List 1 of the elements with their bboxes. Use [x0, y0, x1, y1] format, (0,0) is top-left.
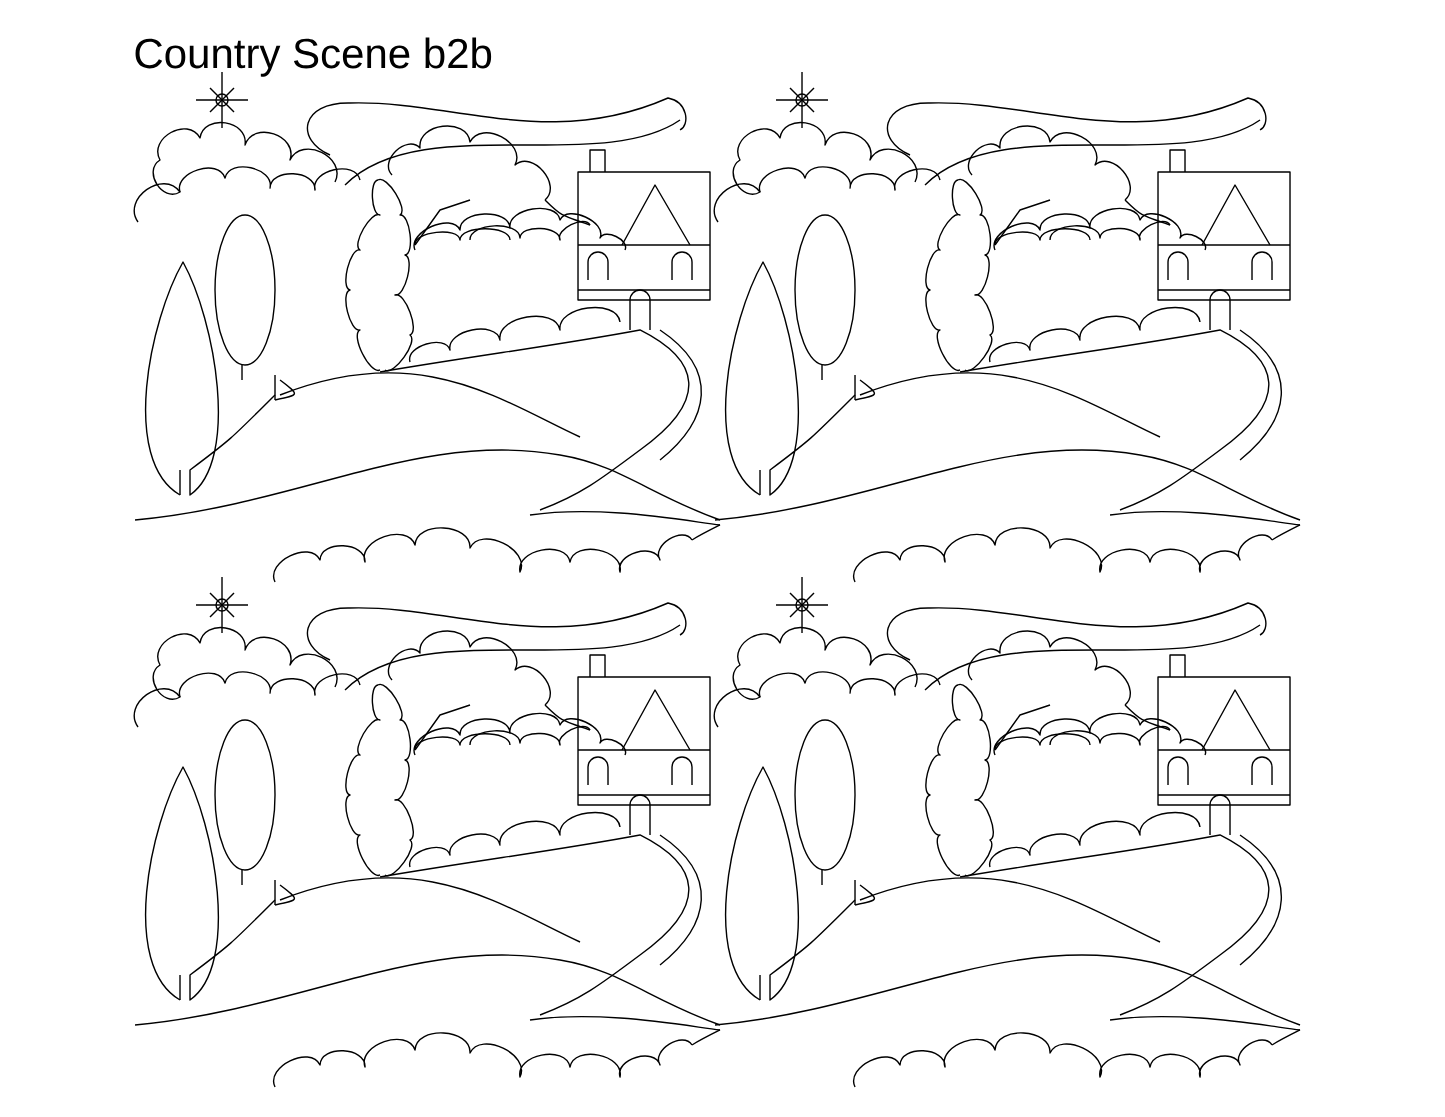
title: Country Scene b2b	[135, 37, 492, 77]
